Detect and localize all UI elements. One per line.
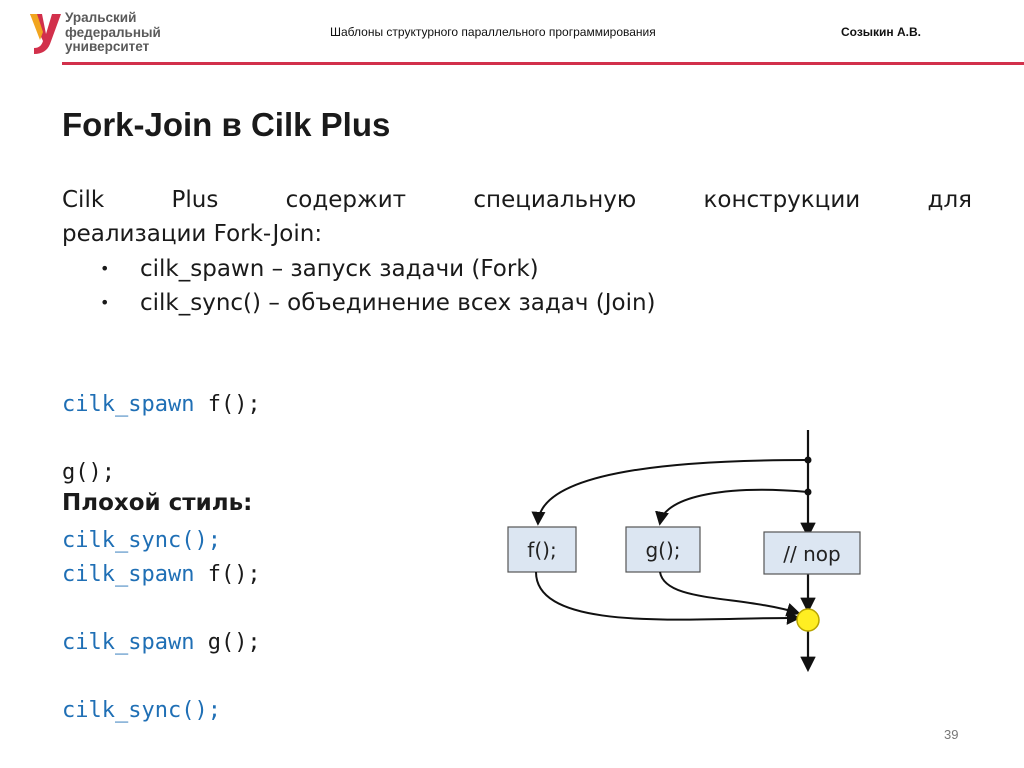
code-line: cilk_spawn f(); [62,558,261,592]
code-text: f(); [194,392,261,417]
task-box-nop [763,531,861,575]
course-title: Шаблоны структурного параллельного прогр… [330,25,656,39]
urfu-logo-icon [30,14,61,54]
logo-line: федеральный [65,24,161,40]
task-label: // nop [783,542,840,566]
bullet-icon: • [100,293,110,312]
code-line: cilk_spawn g(); [62,626,261,660]
fork-arrow [531,459,809,526]
task-label: g(); [645,538,680,562]
logo-text: Уральский федеральный университет [65,10,161,55]
bullet-text: cilk_spawn – запуск задачи (Fork) [140,256,539,282]
fork-join-diagram: f(); g(); // nop [507,430,861,673]
intro-line: Cilk Plus содержит специальную конструкц… [62,187,972,213]
header-divider [62,62,1024,65]
bullet-icon: • [100,259,110,278]
university-logo: Уральский федеральный университет [28,10,168,56]
code-example: cilk_spawn f(); g(); cilk_sync(); [62,354,261,592]
code-keyword: cilk_sync(); [62,528,221,553]
join-node [796,608,820,632]
fork-arrow [655,488,809,526]
task-box-f [507,526,577,573]
author-name: Созыкин А.В. [841,25,922,39]
code-keyword: cilk_sync(); [62,698,221,723]
bad-style-heading: Плохой стиль: [62,490,253,516]
page-number: 39 [944,727,959,742]
bullet-text: cilk_sync() – объединение всех задач (Jo… [140,290,656,316]
bullet-list: • cilk_spawn – запуск задачи (Fork) • ci… [100,252,656,320]
logo-line: Уральский [65,10,137,25]
slide-header: Уральский федеральный университет Шаблон… [0,0,1024,70]
bullet-item: • cilk_spawn – запуск задачи (Fork) [100,252,656,286]
code-line: cilk_spawn f(); [62,388,261,422]
code-keyword: cilk_spawn [62,630,195,655]
logo-line: университет [65,39,150,54]
task-box-g [625,526,701,573]
code-text: f(); [194,562,261,587]
slide-title: Fork-Join в Cilk Plus [62,106,391,143]
code-keyword: cilk_spawn [62,562,195,587]
code-line: cilk_sync(); [62,694,261,728]
code-line: cilk_sync(); [62,524,261,558]
bullet-item: • cilk_sync() – объединение всех задач (… [100,286,656,320]
task-label: f(); [527,538,556,562]
join-arrow [659,571,801,617]
code-keyword: cilk_spawn [62,392,195,417]
code-line: g(); [62,456,261,490]
intro-paragraph: Cilk Plus содержит специальную конструкц… [62,183,972,251]
code-text: g(); [194,630,261,655]
join-arrow [535,571,801,625]
code-text: g(); [62,460,115,485]
intro-line: реализации Fork-Join: [62,221,323,247]
bad-code-example: cilk_spawn f(); cilk_spawn g(); cilk_syn… [62,524,261,762]
